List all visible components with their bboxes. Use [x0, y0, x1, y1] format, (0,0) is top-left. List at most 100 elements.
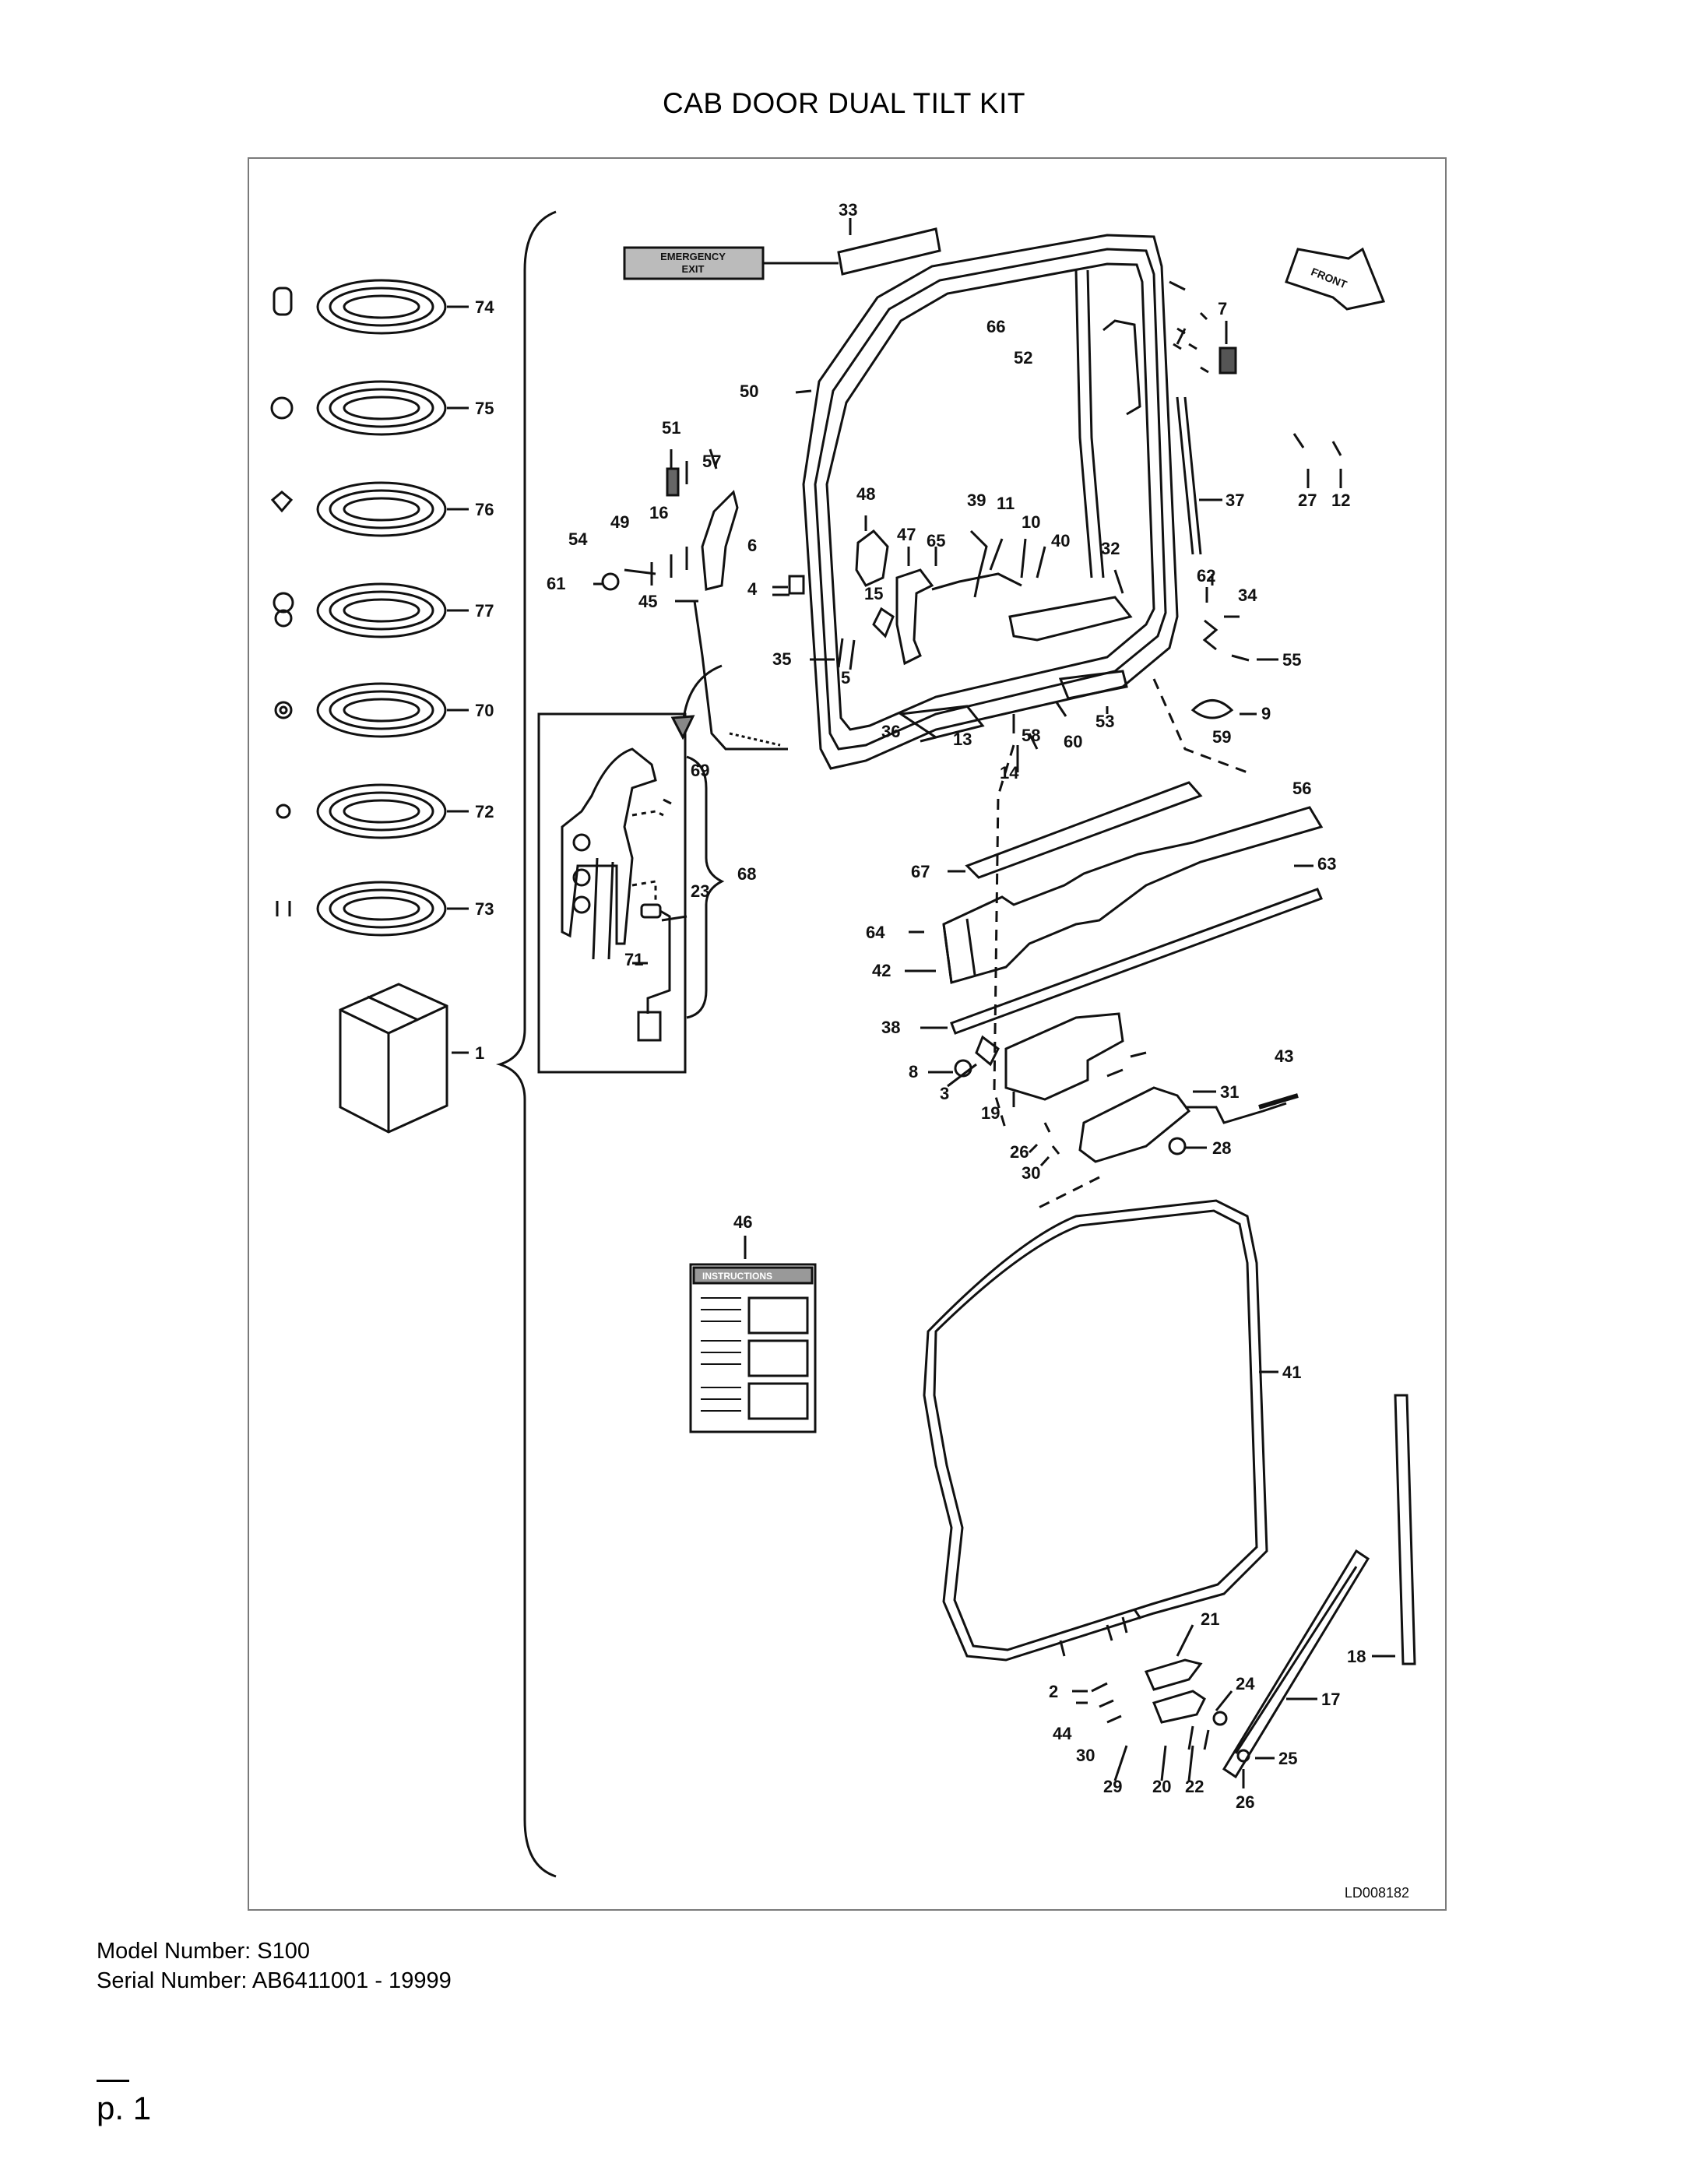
- callout-15: 15: [864, 584, 883, 603]
- callout-45: 45: [638, 592, 657, 611]
- callout-14: 14: [1000, 763, 1019, 783]
- callout-55: 55: [1282, 650, 1301, 670]
- page-number: p. 1: [97, 2090, 152, 2126]
- callout-30-upper: 30: [1022, 1163, 1040, 1183]
- kit-box: [339, 983, 448, 1134]
- seal-coil-70: [316, 682, 447, 738]
- callout-43: 43: [1275, 1046, 1293, 1066]
- callout-76: 76: [475, 500, 494, 519]
- seal-strip-67: [965, 781, 1203, 879]
- instructions-header: INSTRUCTIONS: [702, 1271, 772, 1282]
- callout-38: 38: [881, 1018, 900, 1037]
- callout-70: 70: [475, 701, 494, 720]
- emergency-exit-decal: [623, 246, 765, 280]
- callout-12: 12: [1331, 491, 1350, 510]
- callout-69: 69: [691, 761, 709, 780]
- callout-46: 46: [733, 1212, 752, 1232]
- callout-52: 52: [1014, 348, 1032, 368]
- latch-inset: [537, 712, 687, 1074]
- callout-49: 49: [610, 512, 629, 532]
- drawing-id: LD008182: [1345, 1885, 1409, 1901]
- callout-65: 65: [927, 531, 945, 550]
- seal-coil-76: [316, 481, 447, 537]
- callout-29: 29: [1103, 1777, 1122, 1796]
- callout-63: 63: [1317, 854, 1336, 874]
- callout-32: 32: [1101, 539, 1120, 558]
- page-divider: [97, 2080, 129, 2082]
- callout-75: 75: [475, 399, 494, 418]
- callout-36: 36: [881, 722, 900, 741]
- callout-72: 72: [475, 802, 494, 821]
- callout-31: 31: [1220, 1082, 1239, 1102]
- callout-5: 5: [841, 668, 850, 688]
- callout-60: 60: [1064, 732, 1082, 751]
- callout-33: 33: [839, 200, 857, 220]
- callout-50: 50: [740, 382, 758, 401]
- callout-23: 23: [691, 881, 709, 901]
- page-title: CAB DOOR DUAL TILT KIT: [662, 87, 1026, 119]
- callout-8: 8: [909, 1062, 918, 1081]
- callout-28: 28: [1212, 1138, 1231, 1158]
- seal-coil-77: [316, 582, 447, 638]
- callout-21: 21: [1201, 1609, 1219, 1629]
- callout-44: 44: [1053, 1724, 1072, 1743]
- callout-71: 71: [624, 950, 643, 969]
- callout-56: 56: [1292, 779, 1311, 798]
- callout-25: 25: [1278, 1749, 1297, 1768]
- front-arrow-label: FRONT: [1310, 266, 1349, 291]
- callout-4: 4: [747, 579, 758, 599]
- callout-19: 19: [981, 1103, 1000, 1123]
- callout-24: 24: [1236, 1674, 1255, 1693]
- callout-9: 9: [1261, 704, 1271, 723]
- callout-57: 57: [702, 452, 721, 471]
- callout-26-upper: 26: [1010, 1142, 1029, 1162]
- callout-27: 27: [1298, 491, 1317, 510]
- callout-42: 42: [872, 961, 891, 980]
- callout-54: 54: [568, 529, 588, 549]
- callout-47: 47: [897, 525, 916, 544]
- callout-6: 6: [747, 536, 757, 555]
- callout-37: 37: [1226, 491, 1244, 510]
- callout-11: 11: [997, 494, 1015, 513]
- callout-48: 48: [856, 484, 875, 504]
- callout-39: 39: [967, 491, 986, 510]
- kit-brace: [495, 210, 557, 1878]
- callout-3: 3: [940, 1084, 949, 1103]
- callout-53: 53: [1095, 712, 1114, 731]
- callout-59: 59: [1212, 727, 1231, 747]
- callout-51: 51: [662, 418, 680, 438]
- callout-73: 73: [475, 899, 494, 919]
- callout-7: 7: [1218, 299, 1227, 318]
- window-seal-41: [923, 1199, 1268, 1662]
- door-frame: [802, 234, 1179, 770]
- seal-coil-74: [316, 279, 447, 335]
- front-arrow: [1285, 247, 1386, 311]
- instructions-sheet: [689, 1263, 817, 1433]
- callout-34: 34: [1238, 586, 1257, 605]
- callout-35: 35: [772, 649, 791, 669]
- seal-coil-75: [316, 380, 447, 436]
- callout-68: 68: [737, 864, 756, 884]
- callout-26-lower: 26: [1236, 1792, 1254, 1812]
- callout-17: 17: [1321, 1690, 1340, 1709]
- callout-16: 16: [649, 503, 668, 522]
- callout-30-lower: 30: [1076, 1746, 1095, 1765]
- svg-text:EXIT: EXIT: [682, 263, 705, 275]
- callout-67: 67: [911, 862, 930, 881]
- callout-58: 58: [1022, 726, 1040, 745]
- serial-number: Serial Number: AB6411001 - 19999: [97, 1968, 452, 1993]
- callout-74: 74: [475, 297, 494, 317]
- seal-coil-72: [316, 783, 447, 839]
- callout-61: 61: [547, 574, 565, 593]
- callout-66: 66: [986, 317, 1005, 336]
- seal-coil-73: [316, 881, 447, 937]
- callout-20: 20: [1152, 1777, 1171, 1796]
- callout-40: 40: [1051, 531, 1070, 550]
- callout-10: 10: [1022, 512, 1040, 532]
- callout-13: 13: [953, 730, 972, 749]
- model-number: Model Number: S100: [97, 1939, 311, 1964]
- decal-text: EMERGENCY: [660, 251, 726, 262]
- callout-64: 64: [866, 923, 885, 942]
- callout-22: 22: [1185, 1777, 1204, 1796]
- callout-1: 1: [475, 1043, 484, 1063]
